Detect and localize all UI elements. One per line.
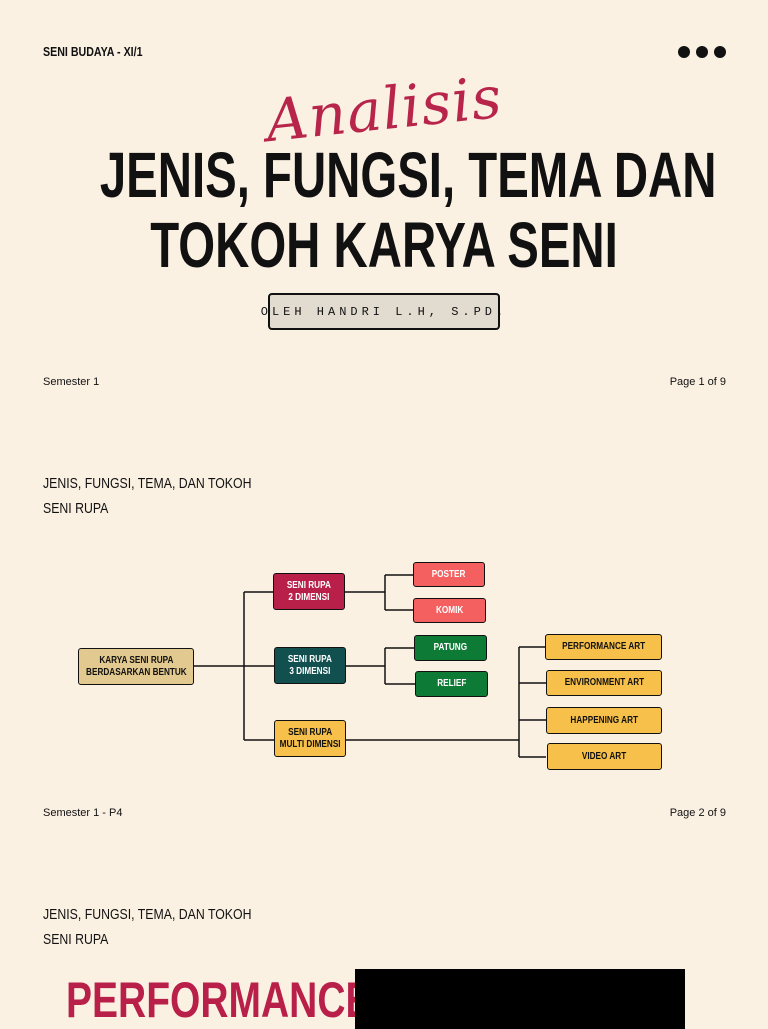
performance-heading: PERFORMANCE [66, 972, 372, 1028]
footer-semester: Semester 1 [43, 376, 100, 388]
root-label-2: BERDASARKAN BENTUK [85, 666, 187, 678]
footer-semester-p4: Semester 1 - P4 [43, 807, 123, 819]
leaf-video-art: VIDEO ART [547, 743, 662, 770]
author-text: OLEH HANDRI L.H, S.PD. [260, 304, 508, 319]
leaf-happening-label: HAPPENING ART [570, 714, 638, 726]
leaf-performance-label: PERFORMANCE ART [561, 641, 646, 652]
section-heading-line-2-p3: SENI RUPA [43, 931, 109, 948]
leaf-relief-label: RELIEF [436, 678, 467, 689]
node-3d-label-1: SENI RUPA [287, 653, 333, 665]
leaf-komik-label: KOMIK [435, 604, 464, 616]
leaf-environment-art: ENVIRONMENT ART [546, 670, 662, 696]
node-2d-label-2: 2 DIMENSI [288, 591, 330, 603]
footer-page-number: Page 1 of 9 [669, 376, 726, 388]
leaf-patung: PATUNG [414, 635, 487, 661]
title-line-1: JENIS, FUNGSI, TEMA DAN [99, 139, 717, 211]
node-multi-label-1: SENI RUPA [287, 726, 333, 738]
node-3d-label-2: 3 DIMENSI [289, 665, 331, 677]
leaf-relief: RELIEF [415, 671, 488, 697]
leaf-happening-art: HAPPENING ART [546, 707, 662, 734]
leaf-performance-art: PERFORMANCE ART [545, 634, 662, 660]
author-badge: OLEH HANDRI L.H, S.PD. [261, 293, 503, 330]
footer-page-number-2: Page 2 of 9 [669, 807, 726, 819]
node-2d-label-1: SENI RUPA [286, 579, 332, 591]
leaf-video-label: VIDEO ART [582, 750, 627, 762]
section-heading-line-1: JENIS, FUNGSI, TEMA, DAN TOKOH [43, 475, 252, 492]
performance-image [355, 969, 685, 1029]
title-line-2: TOKOH KARYA SENI [150, 209, 618, 281]
section-heading-line-2: SENI RUPA [43, 500, 109, 517]
node-multi-label-2: MULTI DIMENSI [279, 738, 341, 750]
section-heading-line-1-p3: JENIS, FUNGSI, TEMA, DAN TOKOH [43, 906, 252, 923]
more-options-icon[interactable] [678, 46, 726, 58]
leaf-patung-label: PATUNG [433, 642, 468, 653]
leaf-poster-label: POSTER [432, 568, 466, 580]
leaf-komik: KOMIK [413, 598, 486, 623]
root-label-1: KARYA SENI RUPA [98, 654, 174, 666]
leaf-poster: POSTER [413, 562, 485, 587]
course-header: SENI BUDAYA - XI/1 [43, 44, 143, 59]
leaf-environment-label: ENVIRONMENT ART [564, 677, 644, 688]
